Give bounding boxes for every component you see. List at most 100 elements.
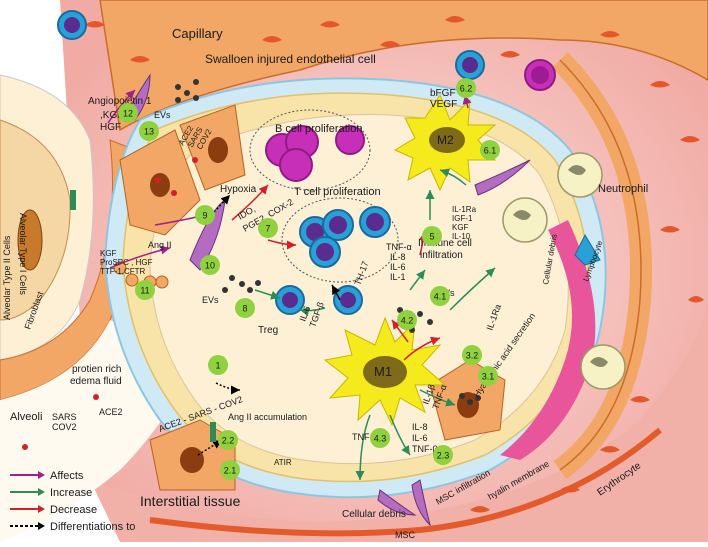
capillary-b-cell-nucleus — [531, 66, 549, 84]
step-label-3-2: 3.2 — [466, 351, 479, 361]
label-sars-1: SARS — [52, 412, 77, 422]
label-kgf-hgf-2: HGF — [100, 122, 121, 133]
step-label-7: 7 — [265, 224, 270, 234]
legend: AffectsIncreaseDecreaseDifferentiations … — [10, 470, 135, 533]
step-badge-4-2 — [397, 310, 417, 330]
label-tnf-3: IL-6 — [390, 262, 406, 272]
capillary-band-bottom — [90, 300, 708, 542]
label-m2: M2 — [437, 133, 454, 147]
msc-cell-right — [474, 159, 531, 196]
neutrophils — [502, 152, 626, 390]
type2-nucleus-upper — [150, 173, 170, 197]
step-label-2-3: 2.3 — [437, 451, 450, 461]
step-label-1: 1 — [215, 361, 220, 371]
label-il8-3: TNF-β — [412, 444, 438, 454]
legend-arrow-0 — [38, 471, 45, 479]
label-type2: Alveolar Type II Cells — [2, 235, 12, 320]
step-label-8: 8 — [242, 304, 247, 314]
step-badge-4-3 — [370, 428, 390, 448]
endothelial-wall-top — [99, 0, 708, 132]
type2-nucleus-upper-2 — [208, 137, 228, 163]
legend-label-1: Increase — [50, 487, 92, 499]
label-tnf-a: TNF-α — [352, 432, 378, 442]
step-badge-11 — [135, 280, 155, 300]
step-label-2-1: 2.1 — [224, 466, 237, 476]
label-ang2: Ang II — [148, 240, 172, 250]
t-cell-cluster — [299, 206, 391, 268]
step-label-5: 5 — [429, 232, 434, 242]
label-interstitial: Interstitial tissue — [140, 493, 241, 509]
step-badge-5 — [422, 226, 442, 246]
label-il-list-4: IL-10 — [452, 232, 471, 241]
label-kgf-list-1: KGF — [100, 249, 117, 258]
legend-label-3: Differentiations to — [50, 521, 135, 533]
label-msc: MSC — [395, 530, 416, 540]
hyalin-membrane-shape — [500, 220, 596, 460]
label-protein-1: protien rich — [72, 364, 121, 375]
label-il8-2: IL-6 — [412, 433, 428, 443]
step-badge-8 — [235, 298, 255, 318]
capillary-cell-2-nucleus — [462, 57, 478, 73]
step-badge-6-1 — [480, 140, 500, 160]
step-badge-2-1 — [220, 460, 240, 480]
ace2-receptor-left — [70, 190, 76, 210]
label-endothelial: Swalloen injured endothelial cell — [205, 52, 376, 66]
label-evs-left: EVs — [202, 295, 219, 305]
step-label-4-1: 4.1 — [434, 292, 447, 302]
label-tnf-2: IL-8 — [390, 252, 406, 262]
label-il-list-2: IGF-1 — [452, 214, 473, 223]
label-m1: M1 — [374, 364, 392, 379]
label-angiopoietin: Angiopoietin 1 — [88, 96, 152, 107]
treg-nucleus — [282, 292, 298, 308]
label-alveoli: Alveoli — [10, 411, 42, 423]
step-badge-3-2 — [462, 345, 482, 365]
step-label-12: 12 — [123, 109, 133, 119]
msc-cell-bottom-2 — [377, 489, 417, 516]
step-badge-13 — [139, 121, 159, 141]
label-neutrophil: Neutrophil — [598, 183, 648, 195]
legend-label-0: Affects — [50, 470, 84, 482]
step-badge-4-1 — [430, 286, 450, 306]
step-label-4-2: 4.2 — [401, 316, 414, 326]
step-label-4-3: 4.3 — [374, 434, 387, 444]
label-kgf-list-3: TTF-1,CFTR — [100, 267, 146, 276]
label-cellular-debris-bottom: Cellular debris — [342, 509, 406, 520]
label-ace2-mid: ACE2 — [99, 407, 123, 417]
step-badge-10 — [200, 255, 220, 275]
lymphocyte-shape — [574, 233, 601, 266]
step-label-2-2: 2.2 — [222, 436, 235, 446]
arrows — [107, 89, 496, 481]
label-atir: ATIR — [274, 458, 292, 467]
step-label-13: 13 — [144, 127, 154, 137]
legend-arrow-1 — [38, 488, 45, 496]
label-evs-top: EVs — [154, 110, 171, 120]
msc-cell-bottom — [411, 479, 431, 527]
label-t-cell: T cell proliferation — [294, 186, 381, 198]
th17-nucleus — [340, 292, 356, 308]
step-badge-1 — [208, 355, 228, 375]
label-immune-2: infiltration — [420, 250, 463, 261]
label-il-list-1: IL-1Ra — [452, 205, 477, 214]
label-il-list-3: KGF — [452, 223, 469, 232]
label-bfgf: bFGF — [430, 88, 456, 99]
label-vegf: VEGF — [430, 99, 457, 110]
label-b-cell: B cell proliferation — [275, 123, 362, 135]
step-badge-9 — [195, 205, 215, 225]
label-capillary: Capillary — [172, 26, 223, 41]
step-label-9: 9 — [202, 211, 207, 221]
endothelial-edge-right — [559, 59, 642, 471]
t-cell-boundary — [281, 197, 399, 283]
label-protein-2: edema fluid — [70, 376, 122, 387]
label-il6-1: IL-6 — [297, 305, 312, 323]
m1-nucleus — [363, 356, 407, 388]
m2-nucleus — [429, 127, 465, 153]
step-badges: 12.12.22.33.13.24.14.24.356.16.278910111… — [118, 78, 500, 480]
b-cell-boundary — [249, 109, 371, 191]
step-badge-2-2 — [218, 430, 238, 450]
label-kgf-list-2: ProSPC , HGF — [100, 258, 153, 267]
capillary-cell-1-nucleus — [64, 17, 80, 33]
step-label-6-1: 6.1 — [484, 146, 497, 156]
step-label-11: 11 — [140, 286, 149, 296]
